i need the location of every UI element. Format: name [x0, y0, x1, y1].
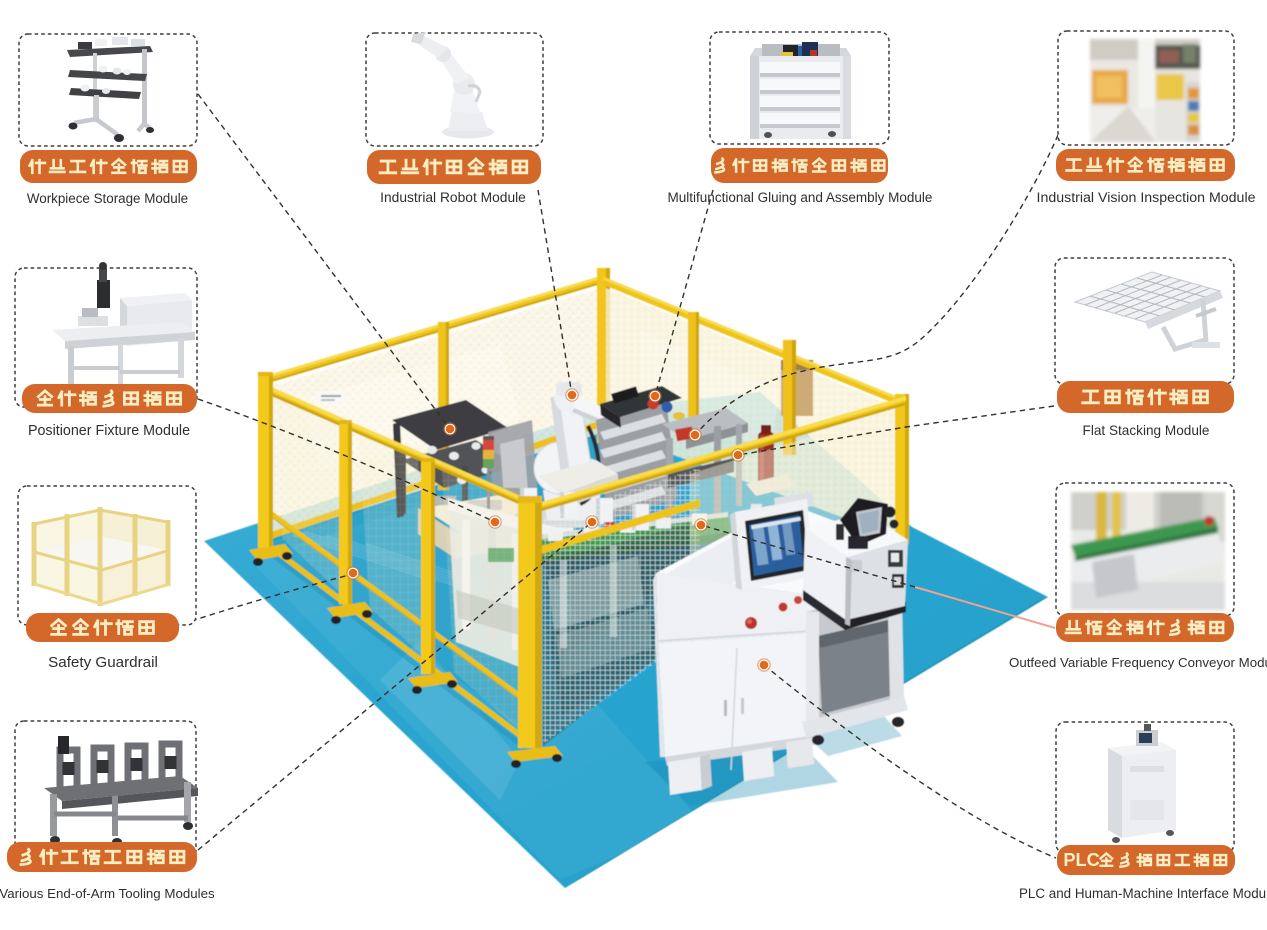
svg-text:Safety Guardrail: Safety Guardrail — [48, 654, 158, 671]
svg-text:Industrial Robot Module: Industrial Robot Module — [380, 190, 526, 205]
svg-text:PLC and Human-Machine Interfac: PLC and Human-Machine Interface Module — [1019, 886, 1267, 901]
svg-text:Various End-of-Arm Tooling Mod: Various End-of-Arm Tooling Modules — [0, 886, 215, 901]
svg-text:Multifunctional Gluing and Ass: Multifunctional Gluing and Assembly Modu… — [668, 190, 933, 205]
svg-text:Positioner Fixture Module: Positioner Fixture Module — [28, 423, 190, 439]
svg-text:PLC: PLC — [1063, 850, 1099, 870]
svg-text:Outfeed Variable Frequency Con: Outfeed Variable Frequency Conveyor Modu… — [1009, 655, 1267, 670]
svg-text:Industrial Vision Inspection M: Industrial Vision Inspection Module — [1037, 190, 1256, 206]
svg-text:Flat Stacking Module: Flat Stacking Module — [1083, 423, 1210, 438]
svg-text:Workpiece Storage Module: Workpiece Storage Module — [27, 191, 188, 206]
